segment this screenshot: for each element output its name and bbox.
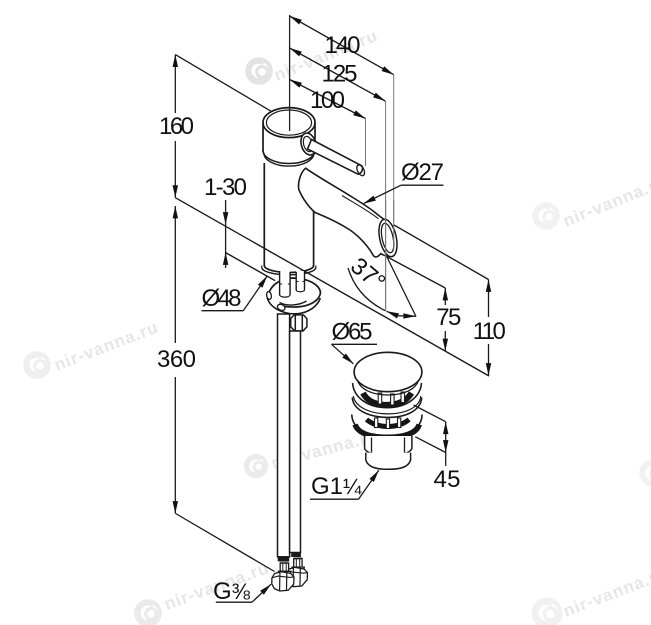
svg-text:G⅜: G⅜: [213, 578, 251, 605]
svg-text:Ø27: Ø27: [401, 159, 444, 186]
svg-text:140: 140: [325, 32, 361, 59]
svg-text:110: 110: [473, 318, 506, 345]
svg-text:Ø65: Ø65: [332, 319, 373, 346]
svg-text:160: 160: [159, 113, 194, 140]
svg-text:1-30: 1-30: [204, 174, 247, 201]
svg-text:Ø48: Ø48: [202, 285, 242, 312]
svg-text:45: 45: [434, 466, 461, 493]
svg-text:360: 360: [157, 346, 196, 373]
svg-text:125: 125: [322, 61, 358, 88]
svg-text:75: 75: [436, 304, 461, 331]
svg-text:100: 100: [310, 87, 345, 114]
svg-text:G1¼: G1¼: [311, 473, 362, 500]
